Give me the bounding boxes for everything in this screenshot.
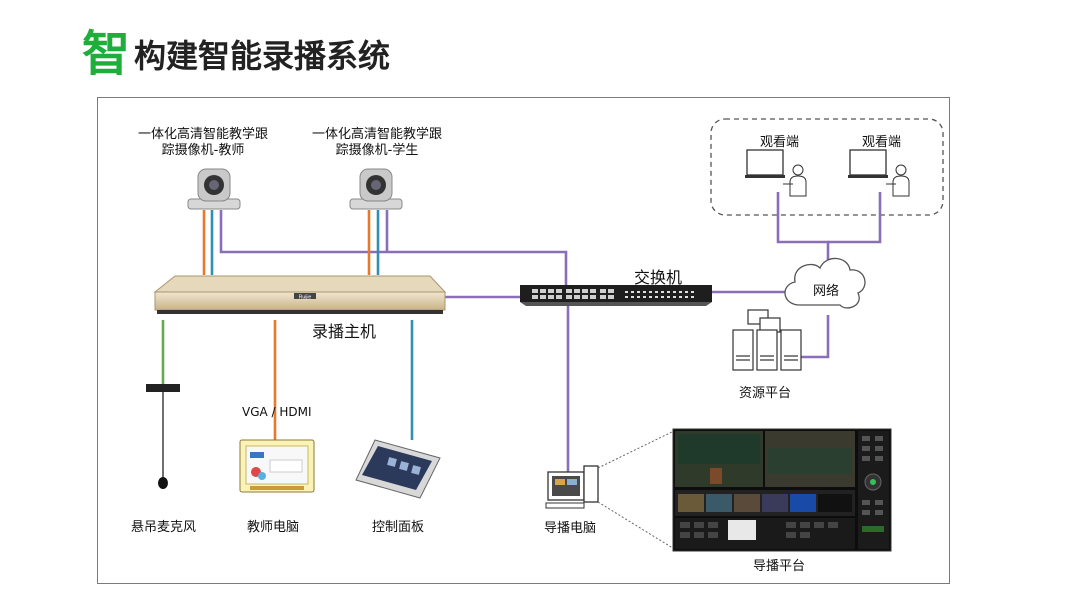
control-panel-label: 控制面板 [372, 520, 425, 535]
teacher-pc-label: 教师电脑 [247, 520, 300, 535]
page-title: 智 构建智能录播系统 [82, 22, 390, 82]
laptop-user-icon [848, 149, 910, 197]
viewers-group-box [710, 118, 944, 216]
ptz-camera-icon [187, 168, 241, 210]
title-text: 构建智能录播系统 [134, 37, 391, 75]
link-network-viewers [776, 192, 830, 262]
desktop-pc-icon [545, 465, 599, 509]
zoom-lines [597, 429, 677, 551]
link-network-viewer2 [828, 192, 882, 244]
viewer1-label: 观看端 [760, 135, 800, 150]
recording-host-icon: Ruijie [153, 275, 447, 314]
vga-hdmi-label: VGA / HDMI [242, 405, 312, 419]
network-switch-icon [520, 285, 712, 306]
ptz-camera-icon [349, 168, 403, 210]
network-label: 网络 [813, 284, 840, 299]
viewer2-label: 观看端 [862, 135, 902, 150]
director-platform-label: 导播平台 [753, 559, 806, 574]
title-badge: 智 [82, 26, 131, 82]
brand-text: Ruijie [299, 295, 312, 301]
cloud-icon [784, 257, 866, 309]
mic-label: 悬吊麦克风 [131, 520, 197, 535]
link-network-resource [800, 315, 830, 359]
laptop-user-icon [745, 149, 807, 197]
camera-student-label: 一体化高清智能教学跟 踪摄像机-学生 [311, 127, 442, 158]
camera-teacher-label: 一体化高清智能教学跟 踪摄像机-教师 [137, 127, 268, 158]
teacher-pc-icon [239, 439, 315, 493]
host-label: 录播主机 [312, 322, 377, 341]
diagram-frame [97, 97, 950, 584]
switch-label: 交换机 [634, 268, 683, 287]
server-icon [732, 309, 802, 371]
link-switch-director [566, 305, 585, 487]
microphone-icon [146, 384, 180, 489]
link-cam1-purple [219, 210, 568, 290]
director-screen-icon [672, 428, 892, 552]
director-pc-label: 导播电脑 [544, 521, 597, 536]
resource-label: 资源平台 [739, 386, 792, 401]
control-panel-icon [355, 439, 441, 499]
